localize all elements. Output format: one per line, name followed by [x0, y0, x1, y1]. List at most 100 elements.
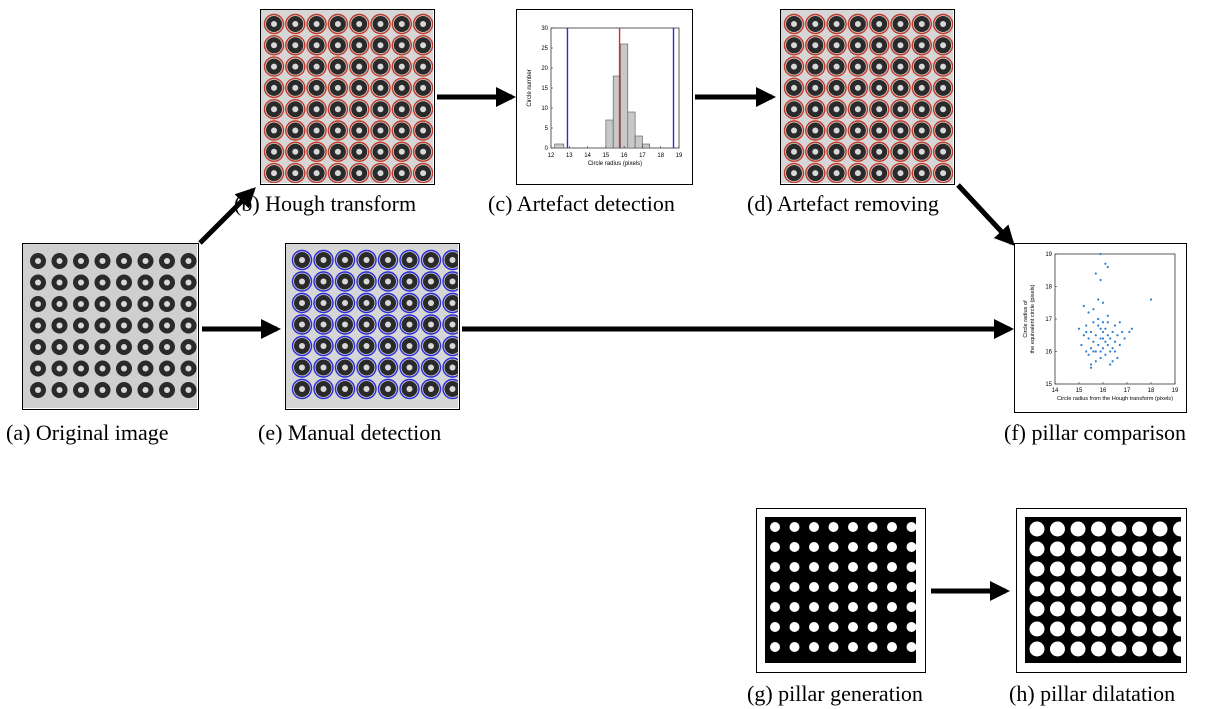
pillar-dot: [848, 622, 858, 632]
pillar-dot: [828, 602, 839, 612]
x-axis-label: Circle radius from the Hough transform (…: [1057, 396, 1173, 402]
pillar-dot: [1050, 621, 1065, 637]
detected-circle: [442, 292, 458, 314]
y-tick-label: 25: [541, 46, 548, 52]
detected-circle: [327, 35, 349, 56]
detected-circle: [356, 292, 377, 314]
scatter-point: [1118, 321, 1121, 324]
pillar-dot: [1152, 521, 1168, 537]
pillar-dot: [789, 522, 800, 532]
detected-circle: [399, 314, 420, 335]
pillar-dot: [867, 562, 878, 572]
detected-circle: [391, 35, 413, 56]
caption-f: (f) pillar comparison: [1004, 420, 1187, 445]
detected-circle: [391, 77, 413, 99]
pillar-dot: [887, 642, 897, 652]
pillar-dot: [1152, 541, 1168, 557]
detected-circle: [327, 56, 349, 77]
detected-circle: [783, 13, 805, 35]
scatter-point: [1113, 324, 1117, 327]
detected-circle: [334, 271, 356, 292]
detected-circle: [412, 35, 433, 56]
detected-circle: [263, 141, 285, 163]
pillar-dot: [1070, 561, 1086, 577]
panel-artefact-removing: [780, 9, 955, 185]
detected-circle: [420, 335, 442, 357]
x-tick-label: 16: [1100, 388, 1107, 394]
detected-circle: [805, 13, 826, 35]
scatter-point: [1101, 321, 1105, 324]
y-tick-label: 18: [1045, 285, 1052, 291]
y-tick-label: 10: [541, 106, 548, 112]
pillar-dot: [809, 642, 819, 652]
y-tick-label: 20: [541, 66, 548, 72]
pillar-dot: [1091, 601, 1106, 617]
detected-circle: [847, 120, 869, 141]
pillar-generation-image: [757, 509, 924, 671]
pillar-dot: [1132, 581, 1147, 597]
detected-circle: [285, 141, 306, 163]
x-tick-label: 14: [584, 153, 591, 159]
detected-circle: [356, 378, 377, 400]
pillar-dot: [828, 542, 839, 552]
detected-circle: [391, 141, 413, 163]
detected-circle: [412, 120, 433, 141]
pillar-dot: [1029, 581, 1045, 597]
scatter-point: [1085, 330, 1088, 334]
detected-circle: [327, 162, 349, 183]
y-axis-label: Circle number: [527, 69, 533, 106]
detected-circle: [313, 357, 334, 378]
detected-circle: [306, 120, 327, 141]
detected-circle: [399, 357, 420, 378]
detected-circle: [911, 56, 933, 77]
detected-circle: [399, 335, 420, 357]
detected-circle: [826, 35, 847, 56]
detected-circle: [442, 314, 458, 335]
scatter-point: [1094, 334, 1097, 337]
arrow-a-to-b: [198, 187, 256, 245]
detected-circle: [348, 141, 370, 163]
detected-circle: [334, 292, 356, 314]
detected-circle: [334, 378, 356, 400]
scatter-point: [1089, 330, 1093, 334]
detected-circle: [377, 271, 399, 292]
pillar-dot: [1029, 621, 1045, 637]
pillar-dot: [1152, 601, 1168, 617]
pillar-dot: [1173, 521, 1185, 537]
detected-circle: [399, 292, 420, 314]
y-axis-label: the equivalent circle (pixels): [1030, 284, 1036, 353]
detected-circle: [285, 120, 306, 141]
detected-circle: [377, 335, 399, 357]
scatter-point: [1149, 298, 1153, 301]
detected-circle: [334, 249, 356, 271]
detected-circle: [313, 335, 334, 357]
detected-circle: [306, 77, 327, 99]
pillar-dot: [828, 642, 839, 652]
scatter-point: [1094, 350, 1097, 353]
detected-circle: [783, 120, 805, 141]
x-tick-label: 13: [566, 153, 573, 159]
detected-circle: [391, 13, 413, 35]
pillar-dot: [1029, 521, 1045, 537]
pillar-dot: [828, 562, 839, 572]
detected-circle: [805, 120, 826, 141]
detected-circle: [334, 357, 356, 378]
detected-circle: [285, 35, 306, 56]
y-tick-label: 0: [545, 146, 549, 152]
histogram-bar: [620, 43, 629, 149]
scatter-point: [1080, 343, 1083, 347]
detected-circle: [412, 141, 433, 162]
scatter-point: [1109, 363, 1112, 366]
detected-circle: [868, 120, 890, 141]
detected-circle: [932, 13, 953, 35]
pillar-dot: [1091, 621, 1106, 637]
pillar-dot: [1111, 621, 1127, 637]
detected-circle: [869, 162, 890, 183]
detected-circle: [370, 13, 391, 35]
scatter-point: [1097, 324, 1100, 327]
scatter-point: [1089, 366, 1093, 369]
x-tick-label: 18: [1148, 388, 1155, 394]
pillar-dot: [789, 582, 800, 592]
x-tick-label: 15: [603, 153, 610, 159]
